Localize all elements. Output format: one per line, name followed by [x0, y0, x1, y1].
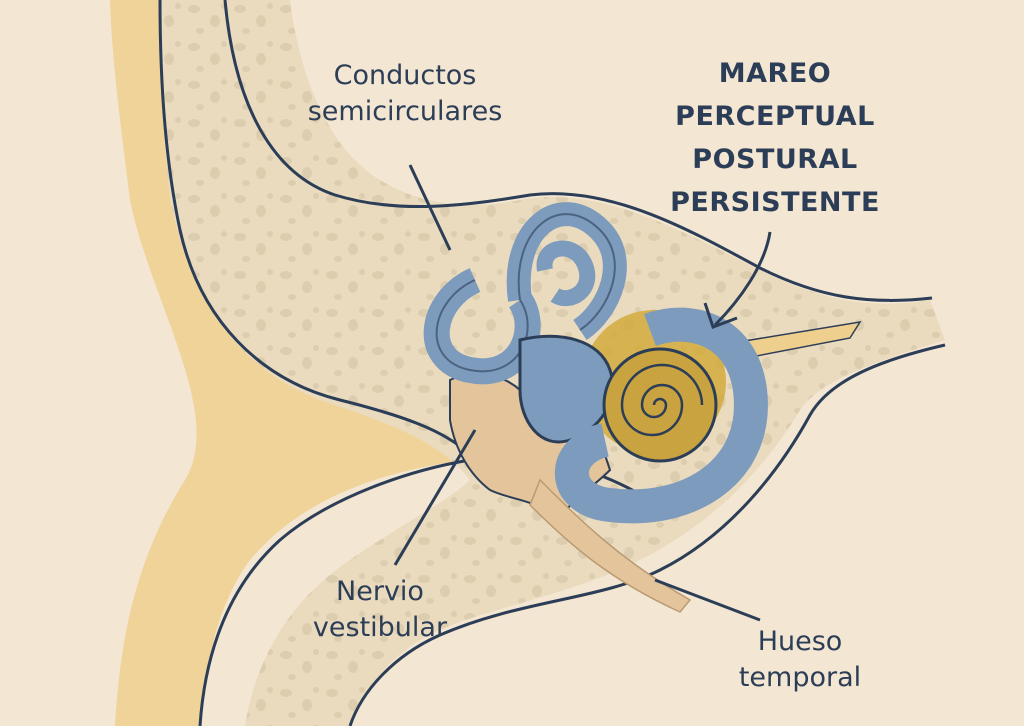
label-semicircular-canals: Conductos semicirculares: [307, 60, 503, 127]
vestibular-nerve-shape: [529, 478, 692, 613]
bone-outline-top: [223, 0, 933, 302]
semicircular-canals: [423, 202, 627, 385]
bone-leader-line: [654, 578, 761, 622]
title-arrow: [713, 231, 772, 327]
canals-leader-line: [408, 164, 452, 251]
cochlea: [554, 307, 768, 524]
bone-outline-bottom: [348, 343, 946, 726]
label-temporal-bone: Hueso temporal: [738, 626, 862, 693]
title-arrow-head: [703, 302, 738, 329]
bone-outline-upper: [158, 0, 472, 457]
diagnosis-title: MAREO PERCEPTUAL POSTURAL PERSISTENTE: [670, 58, 880, 218]
label-vestibular-nerve: Nervio vestibular: [312, 576, 448, 643]
nerve-leader-line: [393, 429, 477, 566]
